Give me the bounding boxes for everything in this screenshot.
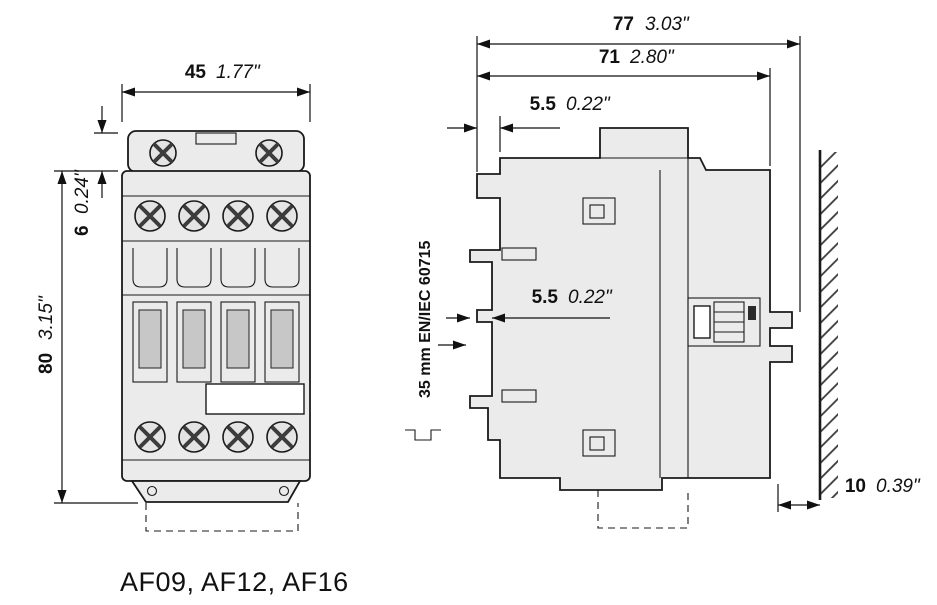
side-body-outline <box>469 127 793 491</box>
label-plate <box>205 383 305 415</box>
side-detail-slot-inner <box>589 436 605 451</box>
wall-hatch <box>821 152 838 498</box>
front-top-clip-notch <box>195 132 237 145</box>
dim-total-depth-mm: 77 <box>613 14 634 35</box>
front-base-foot <box>130 480 302 503</box>
side-dashed-extension <box>597 490 689 529</box>
dim-total-depth-inch: 3.03" <box>645 14 690 35</box>
base-hole <box>146 485 158 497</box>
product-caption: AF09, AF12, AF16 <box>120 567 349 597</box>
extension-line <box>121 84 311 122</box>
din-rail-symbol-icon <box>405 429 441 441</box>
base-hole <box>278 485 290 497</box>
side-detail-slot <box>582 197 616 225</box>
front-dashed-extension <box>145 503 299 532</box>
mounting-screw-icon <box>148 138 178 168</box>
side-view <box>469 127 838 529</box>
dim-top-offset-mm: 5.5 <box>530 94 557 115</box>
dim-wall-gap-mm: 10 <box>845 476 866 497</box>
dim-rail-offset-mm: 5.5 <box>532 287 559 308</box>
dim-wall-gap-inch: 0.39" <box>876 476 921 497</box>
dim-width-inch: 1.77" <box>216 62 261 83</box>
dim-top-mm: 6 <box>72 225 93 236</box>
side-detail-tab <box>501 389 537 403</box>
side-detail-tab <box>501 247 537 261</box>
dim-top-offset-inch: 0.22" <box>566 94 611 115</box>
dim-body-depth-inch: 2.80" <box>629 47 675 68</box>
front-view <box>121 130 311 532</box>
extension-line <box>476 36 801 512</box>
mounting-screw-icon <box>254 138 284 168</box>
side-view-dimensions: 77 3.03" 71 2.80" 5.5 0.22" 5.5 0.22" 35… <box>405 14 921 512</box>
dim-width-mm: 45 <box>185 62 207 83</box>
dim-height-mm: 80 <box>36 353 57 374</box>
side-front-face-block <box>687 297 761 347</box>
front-view-dimensions: 45 1.77" 6 0.24" 80 3.15" <box>36 62 311 504</box>
dim-rail-offset-inch: 0.22" <box>568 287 613 308</box>
side-detail-slot-inner <box>589 204 605 219</box>
dim-body-depth-mm: 71 <box>599 47 621 68</box>
dim-height-inch: 3.15" <box>36 295 57 340</box>
mounting-wall <box>818 150 838 500</box>
din-rail-label: 35 mm EN/IEC 60715 <box>417 240 434 398</box>
dim-top-inch: 0.24" <box>72 169 93 214</box>
side-detail-slot <box>582 429 616 457</box>
